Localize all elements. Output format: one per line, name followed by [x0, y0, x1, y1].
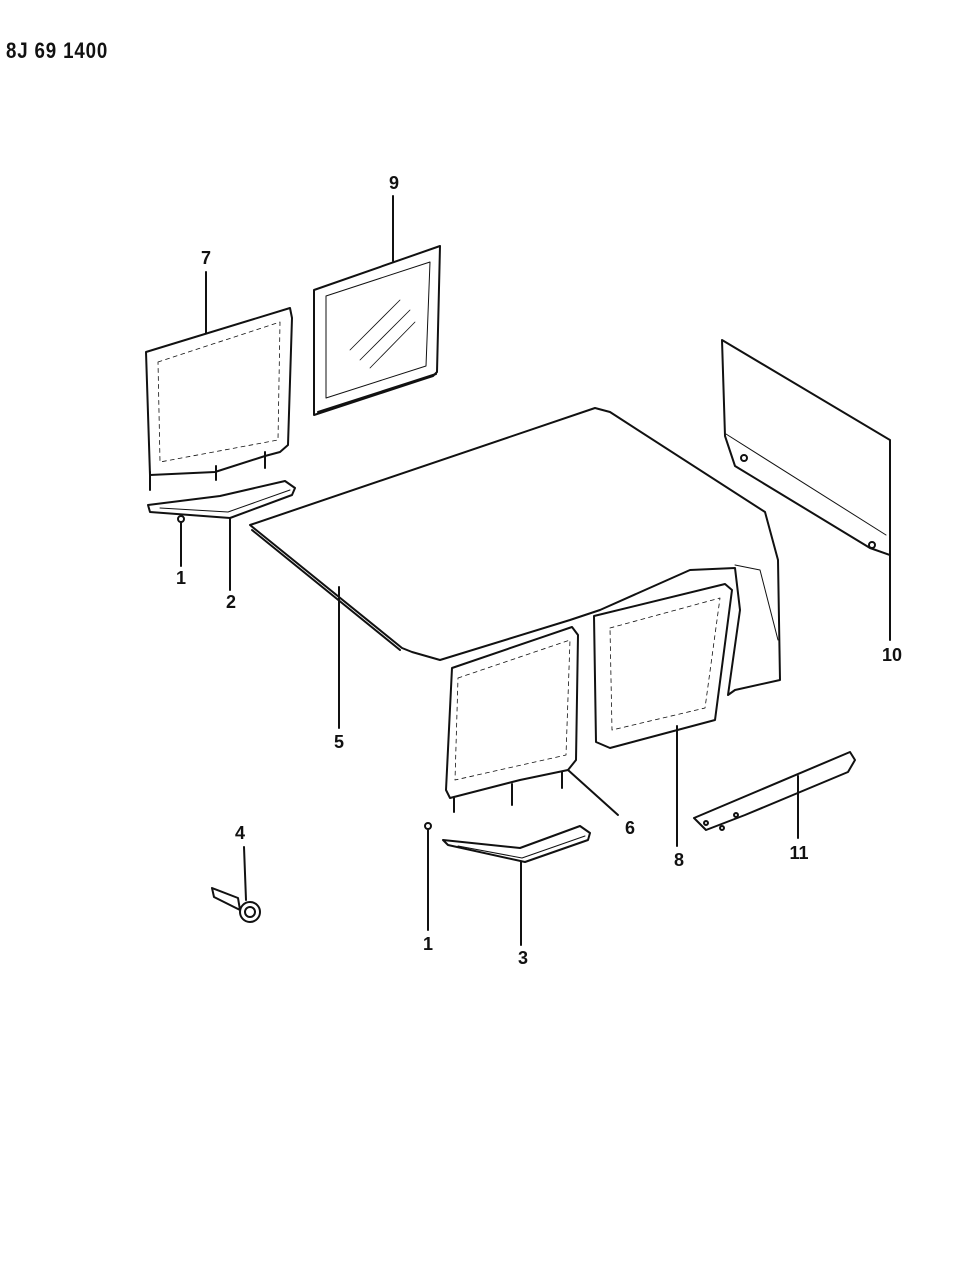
callout-1-right: 1 [422, 934, 434, 954]
diagram-code: 8J 69 1400 [6, 38, 109, 63]
callout-9: 9 [388, 173, 400, 193]
screw-small-right-part [424, 822, 432, 931]
screw-bolt-part [211, 846, 261, 923]
door-upper-left-part [145, 271, 293, 491]
rear-window-part [313, 195, 441, 416]
soft-top-part [249, 407, 781, 729]
callout-6: 6 [624, 818, 636, 838]
callout-5: 5 [333, 732, 345, 752]
callout-7: 7 [200, 248, 212, 268]
quarter-window-right-part [593, 583, 733, 847]
callout-8: 8 [673, 850, 685, 870]
channel-retainer-part [693, 751, 856, 839]
bracket-right-part [442, 825, 591, 946]
callout-4: 4 [234, 823, 246, 843]
quarter-window-left-part [721, 339, 891, 641]
callout-1-left: 1 [175, 568, 187, 588]
bracket-left-part [147, 480, 296, 591]
callout-2: 2 [225, 592, 237, 612]
callout-10: 10 [881, 645, 903, 665]
callout-11: 11 [789, 843, 809, 863]
screw-small-left-part [177, 515, 185, 567]
callout-3: 3 [517, 948, 529, 968]
door-upper-right-part [445, 626, 619, 816]
